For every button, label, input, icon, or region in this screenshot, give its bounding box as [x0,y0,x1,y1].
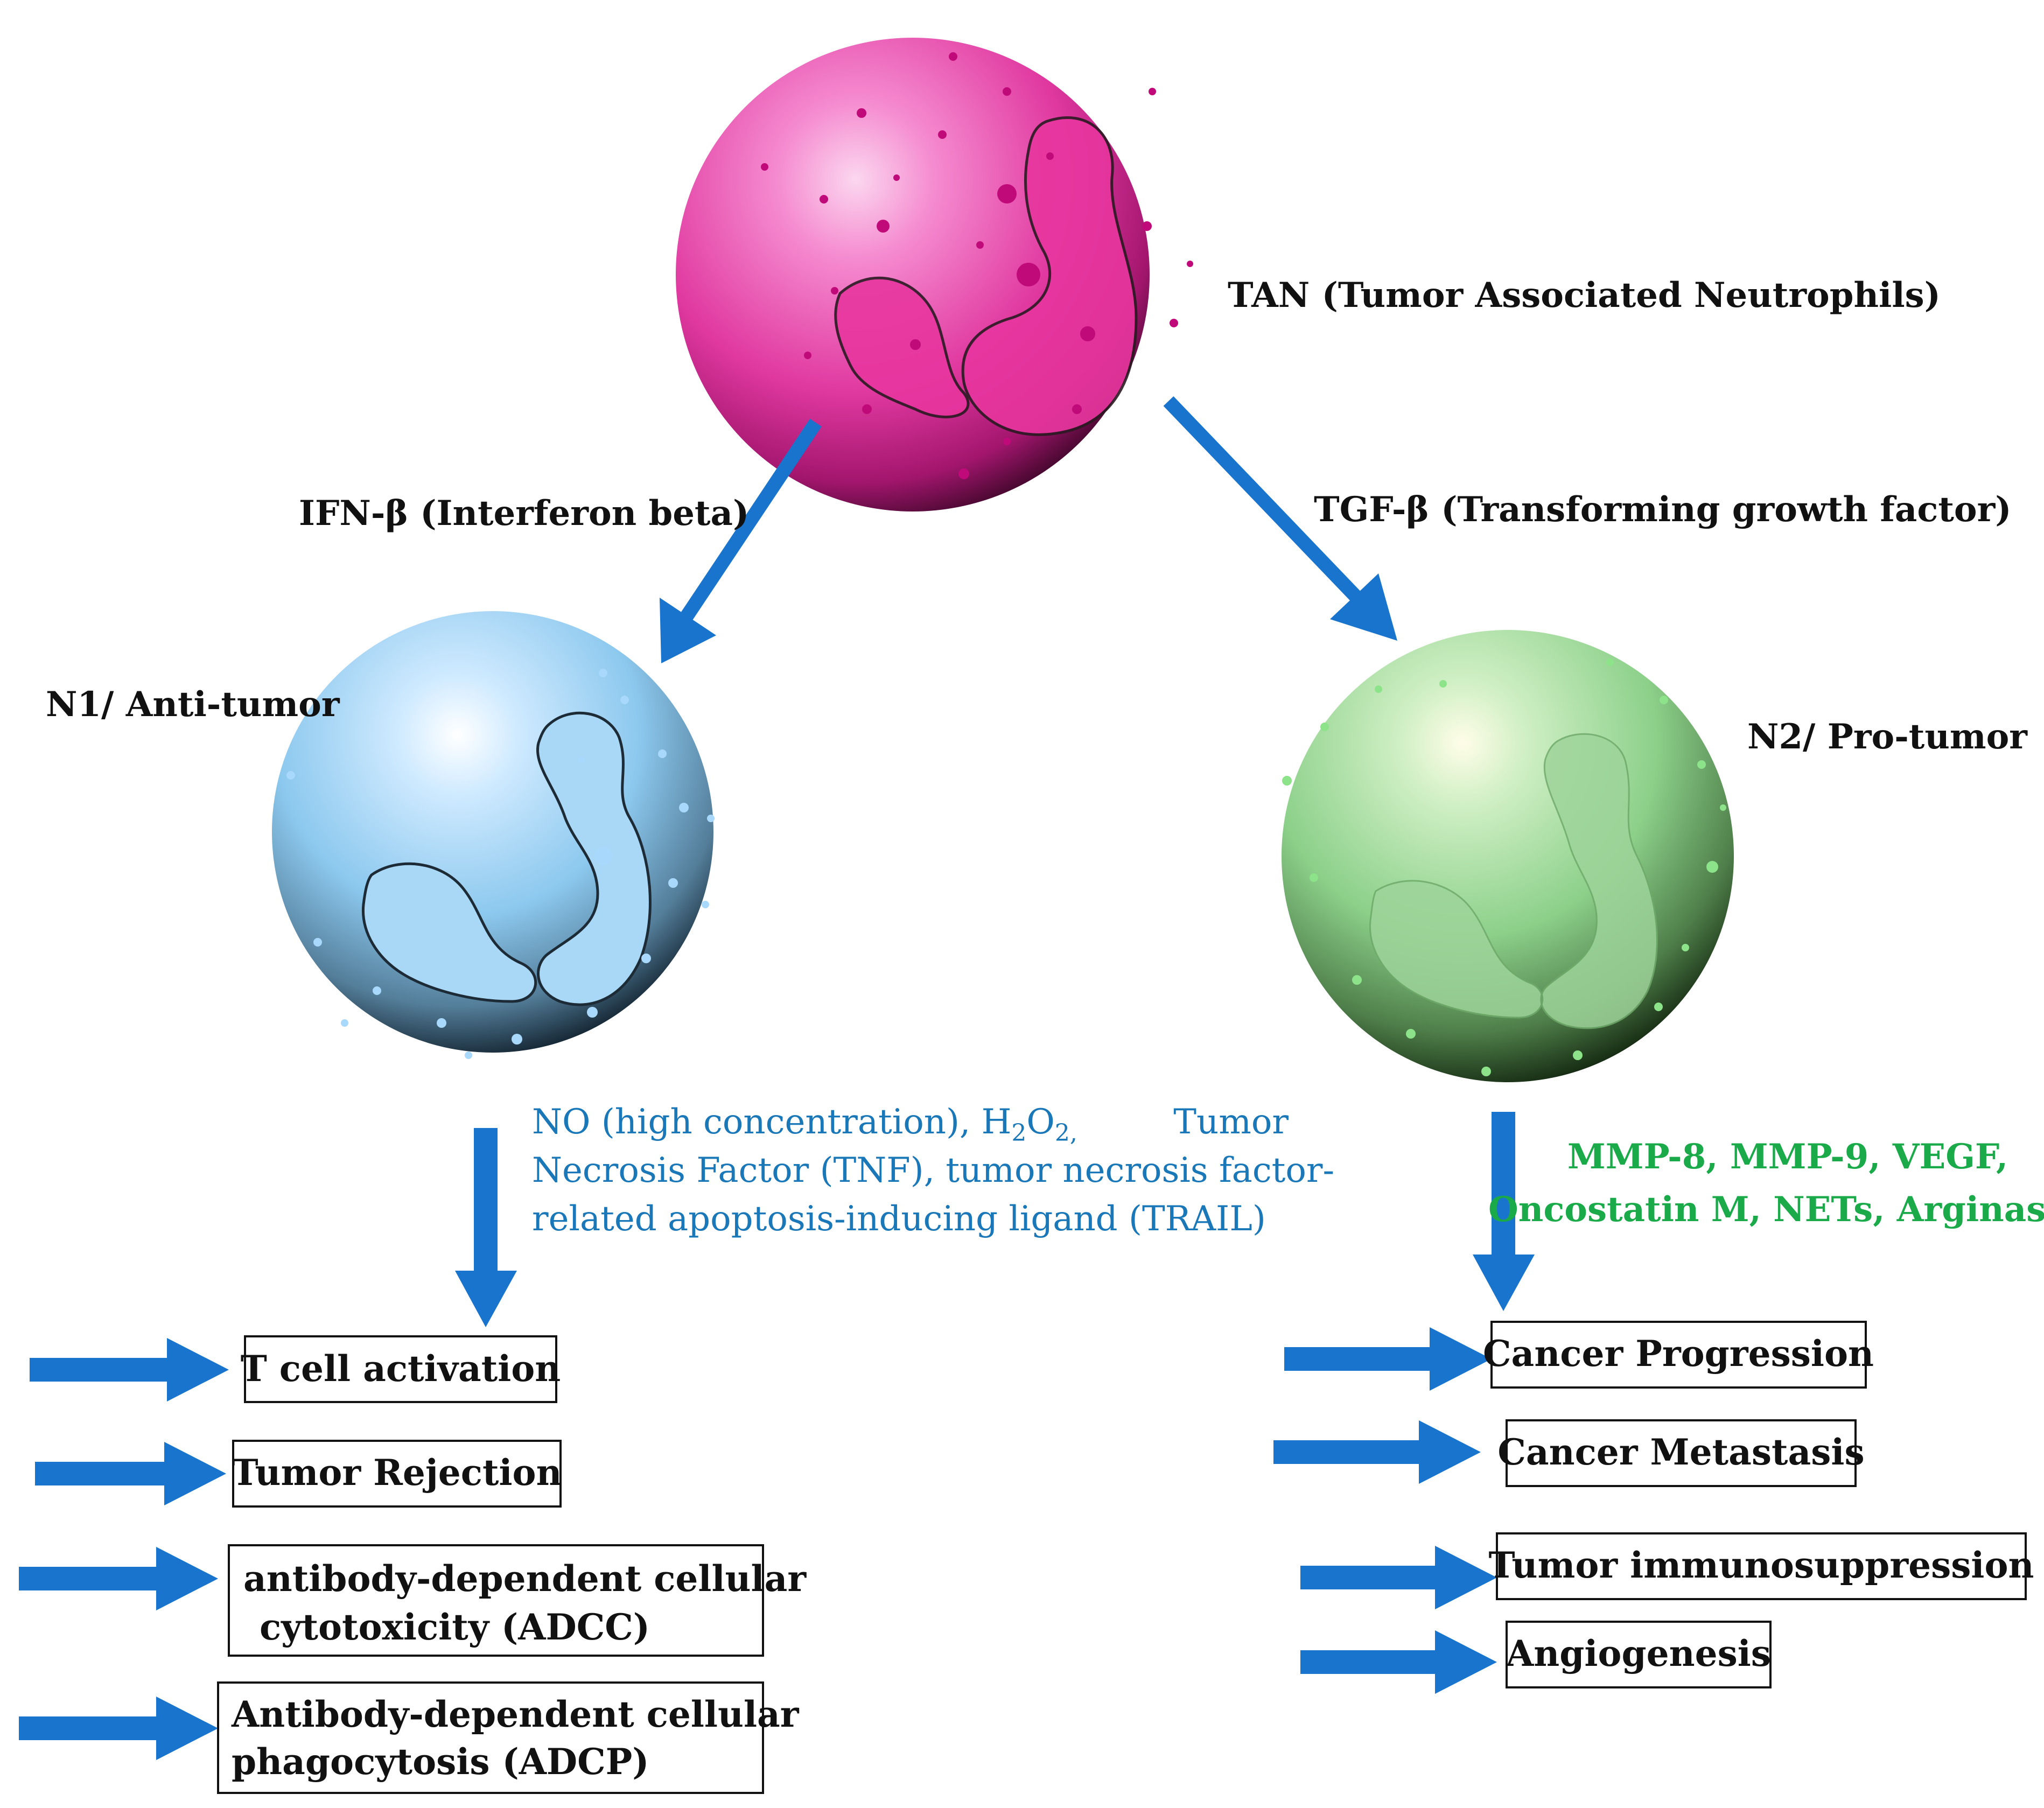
h2o2-sub1: 2 [1011,1119,1026,1147]
n1-inducer-label: IFN-β (Interferon beta) [299,493,749,534]
n2-outcome-cancer-progression: Cancer Progression [1483,1321,1874,1389]
n1-outcome-adcc: antibody-dependent cellular cytotoxicity… [228,1544,807,1657]
n1-factors-line1: NO (high concentration), H [532,1102,1011,1142]
n2-outcome-arrow-4 [1300,1630,1497,1694]
n1-factors-line3: related apoptosis-inducing ligand (TRAIL… [532,1199,1266,1239]
n2-label: N2/ Pro-tumor [1747,717,2028,757]
n1-outcome-adcp: Antibody-dependent cellular phagocytosis… [217,1681,800,1794]
n1-outcome-arrow-2 [35,1442,226,1505]
svg-text:Antibody-dependent cellular: Antibody-dependent cellular [231,1693,800,1735]
n2-outcome-arrow-3 [1300,1546,1497,1609]
n2-outcome-arrow-2 [1273,1420,1481,1484]
n2-outcome-angiogenesis: Angiogenesis [1506,1621,1772,1688]
n1-outcome-t-cell-activation: T cell activation [241,1335,561,1403]
h2o2-sub2: 2, [1055,1119,1077,1147]
n1-factors-text: NO (high concentration), H2O2, Tumor Nec… [532,1102,1334,1239]
n2-factors-line1: MMP-8, MMP-9, VEGF, [1567,1137,2008,1177]
n2-outcome-arrow-1 [1284,1327,1492,1391]
svg-text:NO (high concentration), H2O2,: NO (high concentration), H2O2, [532,1102,1077,1147]
tan-cell-icon [676,38,1193,511]
n1-factors-line1-end: Tumor [1173,1102,1289,1142]
n1-outcome-arrow-4 [19,1697,218,1760]
h2o2-mid: O [1026,1102,1054,1142]
svg-text:Cancer Progression: Cancer Progression [1483,1333,1874,1375]
n1-factors-line2: Necrosis Factor (TNF), tumor necrosis fa… [532,1151,1334,1190]
n2-outcome-tumor-immunosuppression: Tumor immunosuppression [1489,1532,2034,1600]
svg-text:Cancer Metastasis: Cancer Metastasis [1497,1431,1864,1473]
n1-outcome-tumor-rejection: Tumor Rejection [232,1440,562,1508]
n1-down-arrow [455,1128,517,1327]
n1-nucleus [361,711,652,1006]
svg-text:phagocytosis (ADCP): phagocytosis (ADCP) [232,1741,649,1783]
n2-inducer-label: TGF-β (Transforming growth factor) [1314,489,2012,530]
svg-text:Angiogenesis: Angiogenesis [1506,1632,1771,1674]
n2-factors-text: MMP-8, MMP-9, VEGF, Oncostatin M, NETs, … [1488,1137,2044,1230]
n1-cell-icon [272,611,715,1059]
n2-outcome-cancer-metastasis: Cancer Metastasis [1497,1419,1865,1487]
svg-text:Tumor immunosuppression: Tumor immunosuppression [1489,1544,2034,1586]
n2-factors-line2: Oncostatin M, NETs, Arginase [1488,1189,2044,1230]
svg-text:T cell activation: T cell activation [241,1348,561,1390]
n1-outcome-arrow-1 [30,1338,229,1401]
tan-nucleus [834,116,1138,436]
tan-to-n2-arrow [1163,396,1397,641]
svg-text:antibody-dependent cellular: antibody-dependent cellular [243,1558,807,1600]
svg-text:Tumor Rejection: Tumor Rejection [232,1452,562,1494]
tan-label: TAN (Tumor Associated Neutrophils) [1228,275,1941,316]
n1-outcome-arrow-3 [19,1547,218,1610]
n2-down-arrow [1473,1112,1535,1311]
tan-to-n1-arrow [660,418,822,663]
n2-cell-icon [1282,630,1734,1082]
n1-label: N1/ Anti-tumor [46,684,340,725]
n2-nucleus [1369,733,1658,1029]
svg-text:cytotoxicity (ADCC): cytotoxicity (ADCC) [260,1606,650,1648]
